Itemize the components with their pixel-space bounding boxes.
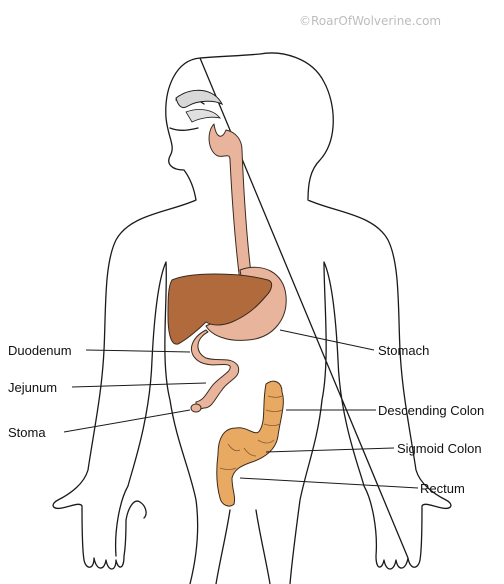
oral-cavity xyxy=(176,90,222,122)
small-intestine xyxy=(191,330,238,410)
jejunum-leader xyxy=(72,383,206,387)
copyright-credit: ©RoarOfWolverine.com xyxy=(299,14,441,28)
label-jejunum: Jejunum xyxy=(8,380,57,395)
rectum-leader xyxy=(240,478,418,488)
sigmoid-colon-leader xyxy=(266,448,394,452)
label-sigmoid-colon: Sigmoid Colon xyxy=(397,441,482,456)
colon xyxy=(217,381,284,506)
esophagus xyxy=(209,124,252,282)
stoma-leader xyxy=(64,410,190,432)
labels: Duodenum Jejunum Stoma Stomach Descendin… xyxy=(8,343,484,496)
label-duodenum: Duodenum xyxy=(8,343,72,358)
label-stoma: Stoma xyxy=(8,425,46,440)
label-rectum: Rectum xyxy=(420,481,465,496)
label-descending-colon: Descending Colon xyxy=(378,403,484,418)
stoma-opening xyxy=(191,404,201,412)
duodenum-leader xyxy=(86,350,190,352)
stomach-leader xyxy=(280,330,374,350)
label-stomach: Stomach xyxy=(378,343,429,358)
